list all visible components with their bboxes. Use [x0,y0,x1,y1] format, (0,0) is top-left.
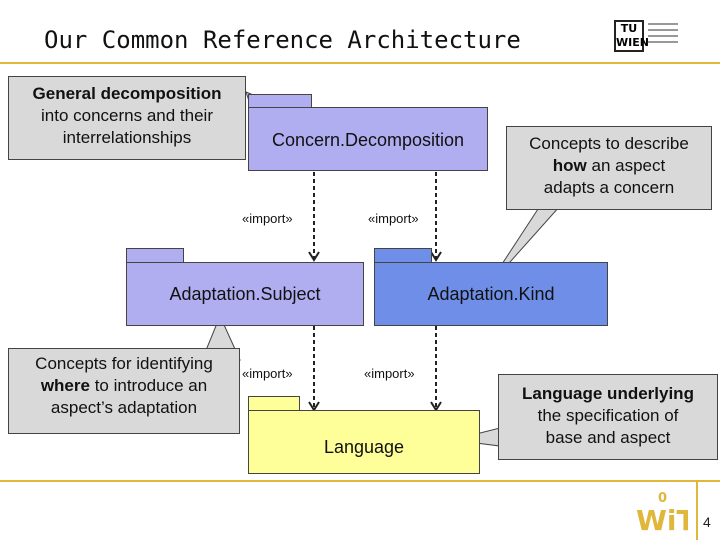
footer-vertical-divider [696,480,698,540]
callout-where-bold: where [40,376,90,395]
package-language-label: Language [323,436,405,457]
callout-how-bold: how [552,156,587,175]
callout-how-line1: Concepts to describe [529,134,689,153]
callout-language-line3: base and aspect [545,428,671,447]
callout-language-line1: Language underlying [522,384,694,403]
package-concern-decomposition: Concern.Decomposition [248,107,488,171]
callout-general-line2: into concerns and their [41,106,213,125]
package-concern-decomposition-label: Concern.Decomposition [271,130,465,150]
svg-text:0: 0 [658,491,667,506]
callout-how-line3: adapts a concern [543,178,675,197]
callout-where-rest: to introduce an [89,376,208,395]
package-tab-adaptation-subject [126,248,184,263]
callout-where-line2: where to introduce an [9,375,239,397]
callout-general-decomposition: General decomposition into concerns and … [8,76,246,160]
callout-where-line1: Concepts for identifying [35,354,213,373]
package-tab-adaptation-kind [374,248,432,263]
package-tab-concern-decomposition [248,94,312,108]
callout-how: Concepts to describe how an aspect adapt… [506,126,712,210]
callout-general-line3: interrelationships [62,128,192,147]
package-adaptation-kind-label: Adaptation.Kind [427,283,555,304]
import-label-subject: «import» [242,211,293,226]
package-adaptation-subject: Adaptation.Subject [126,262,364,326]
package-adaptation-kind: Adaptation.Kind [374,262,608,326]
callout-where: Concepts for identifying where to introd… [8,348,240,434]
page-number: 4 [703,514,711,530]
import-label-kind: «import» [368,211,419,226]
callout-general-line1: General decomposition [32,84,222,103]
package-adaptation-subject-label: Adaptation.Subject [169,283,321,304]
svg-text:WiT: WiT [636,504,688,534]
import-label-kind-language: «import» [364,366,415,381]
callout-language: Language underlying the specification of… [498,374,718,460]
package-language: Language [248,410,480,474]
tu-wien-logo-wordmark [648,20,680,52]
wit-logo: 0 WiT [636,491,688,534]
slide-title: Our Common Reference Architecture [44,26,521,54]
title-divider [0,62,720,64]
callout-how-rest: an aspect [586,156,666,175]
footer-divider [0,480,720,482]
callout-how-line2: how an aspect [507,155,711,177]
callout-where-line3: aspect’s adaptation [50,398,198,417]
import-label-subject-language: «import» [242,366,293,381]
callout-language-line2: the specification of [537,406,679,425]
package-tab-language [248,396,300,411]
